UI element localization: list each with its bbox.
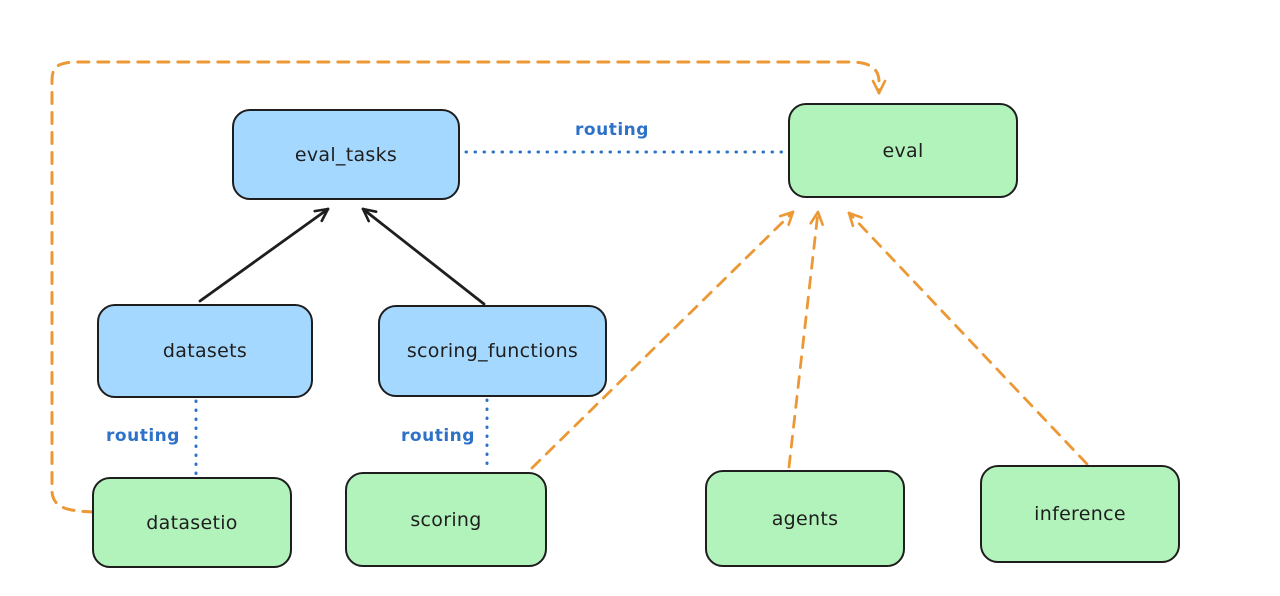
node-scoring_functions-label: scoring_functions: [406, 340, 579, 362]
node-datasets: datasets: [97, 304, 313, 398]
edge-inference-eval: [847, 211, 1089, 466]
node-eval: eval: [788, 103, 1018, 198]
node-scoring_functions: scoring_functions: [378, 305, 607, 397]
edge-datasets-eval_tasks: [198, 207, 330, 303]
node-datasetio: datasetio: [92, 477, 292, 568]
node-datasets-label: datasets: [162, 340, 248, 362]
edge-agents-eval: [787, 210, 824, 469]
node-eval-label: eval: [882, 139, 924, 162]
node-eval_tasks: eval_tasks: [232, 109, 460, 200]
edge-label-routing-top: routing: [575, 120, 649, 140]
node-scoring-label: scoring: [410, 508, 482, 531]
node-eval_tasks-label: eval_tasks: [294, 143, 398, 166]
node-inference: inference: [980, 465, 1180, 563]
node-agents-label: agents: [771, 507, 839, 530]
edge-scoring_functions-eval_tasks: [361, 207, 486, 306]
edge-datasetio-eval-loop: [50, 60, 887, 514]
node-inference-label: inference: [1034, 503, 1126, 525]
node-agents: agents: [705, 470, 905, 567]
edge-label-routing-datasets: routing: [106, 426, 180, 446]
node-scoring: scoring: [345, 472, 547, 567]
edge-scoring-eval: [530, 210, 795, 470]
node-datasetio-label: datasetio: [146, 511, 238, 534]
edge-label-routing-scoring: routing: [401, 426, 475, 446]
